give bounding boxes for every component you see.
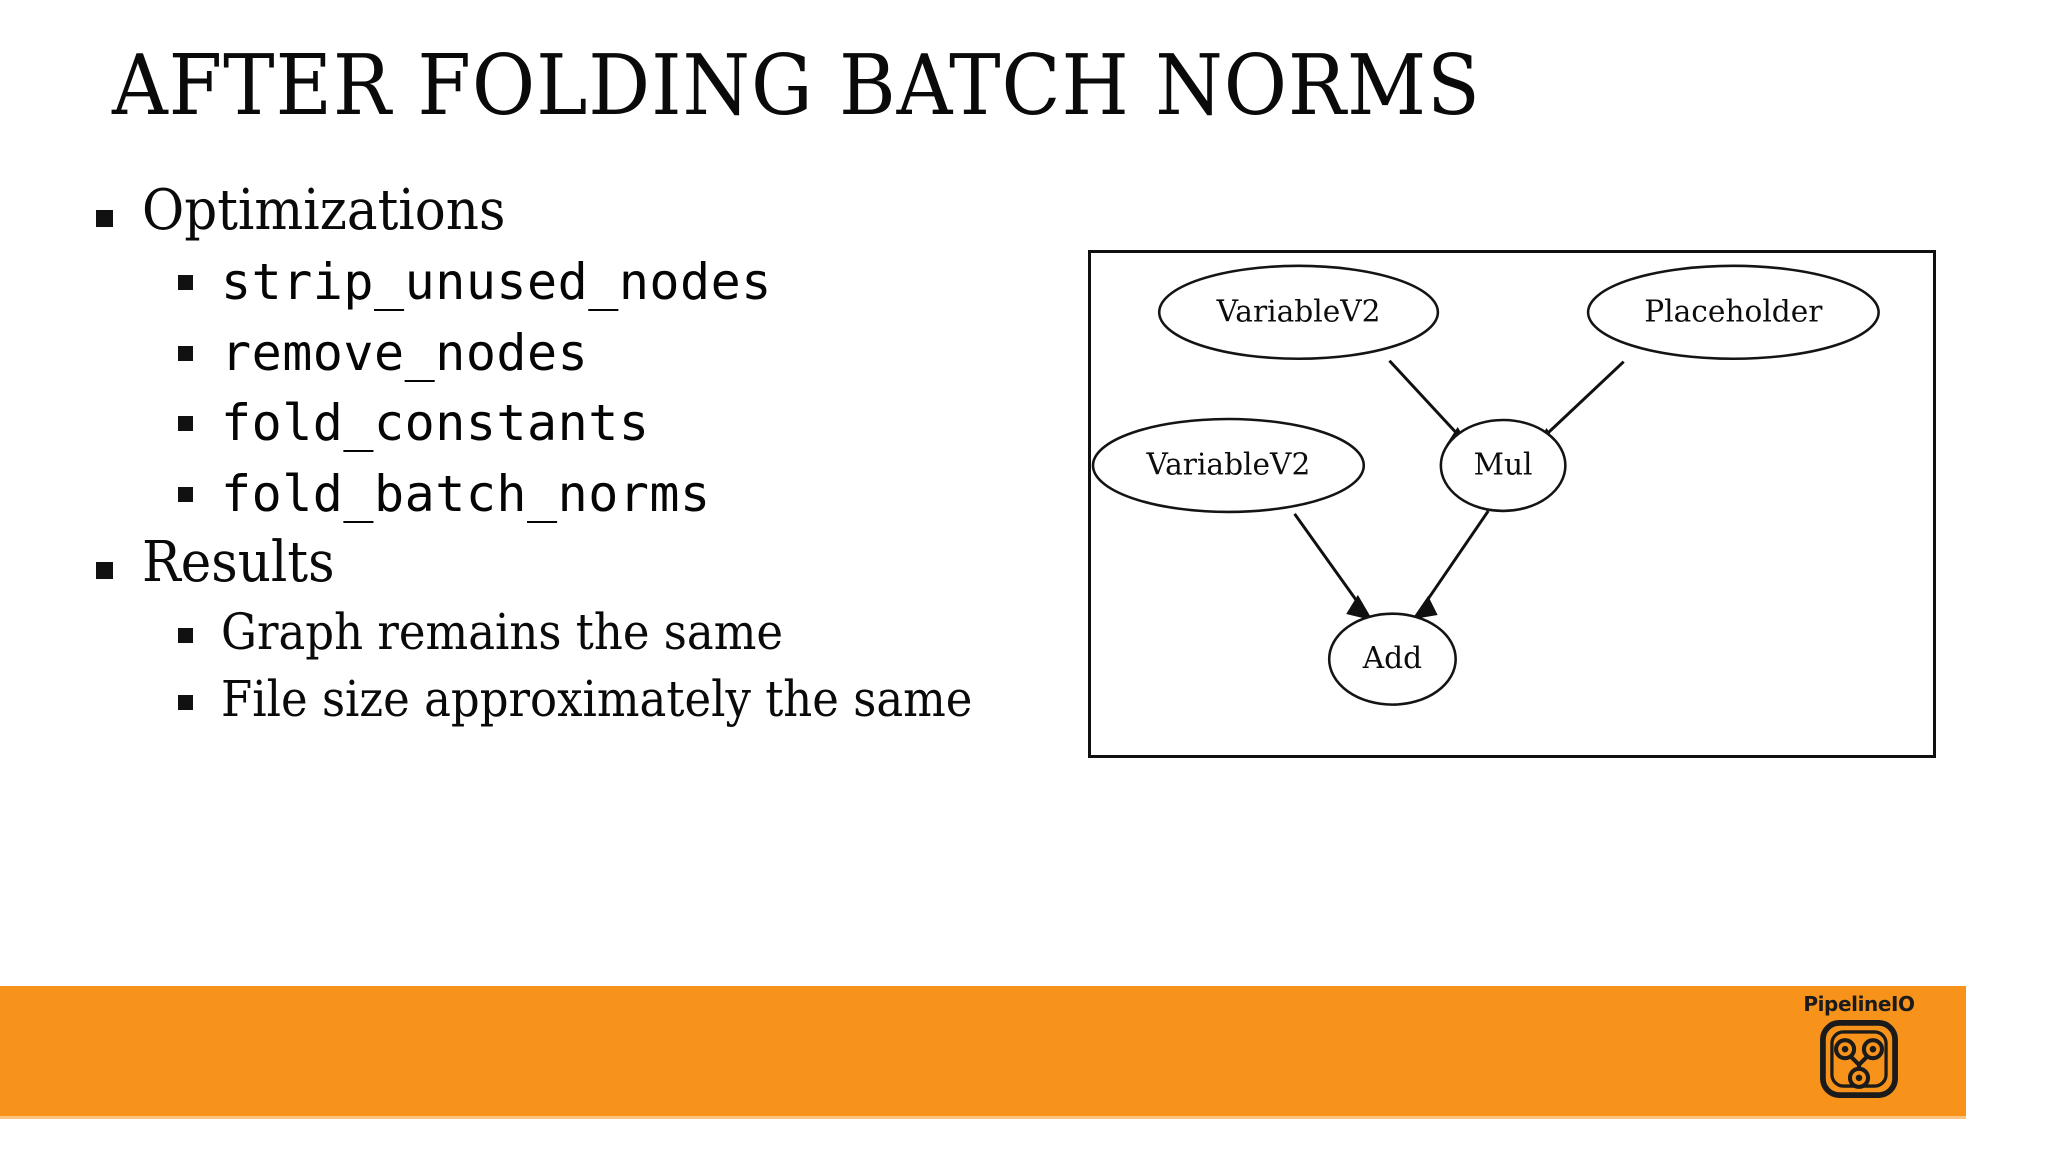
list-item-label: remove_nodes	[221, 323, 589, 382]
graph-node-label: Add	[1362, 640, 1422, 675]
bullet-marker-icon	[178, 275, 193, 291]
graph-node-variablev2-left: VariableV2	[1091, 417, 1366, 514]
list-item: fold_constants	[178, 389, 1046, 458]
bullet-marker-icon	[178, 416, 193, 432]
list-item-label: Graph remains the same	[221, 603, 784, 662]
logo-wordmark: PipelineIO	[1803, 992, 1915, 1016]
edge-variablev2-to-add	[1293, 513, 1373, 621]
bullet-list: Optimizations strip_unused_nodes remove_…	[96, 178, 1046, 734]
bullet-marker-icon	[178, 345, 193, 361]
list-item-label: Optimizations	[142, 178, 506, 243]
list-item: strip_unused_nodes	[178, 248, 1046, 317]
bullet-marker-icon	[178, 695, 193, 711]
pipelineio-logo: PipelineIO	[1794, 992, 1924, 1110]
footer-bar: PipelineIO	[0, 986, 1966, 1119]
list-item: fold_batch_norms	[178, 460, 1046, 529]
bullet-marker-icon	[178, 628, 193, 644]
graph-node-label: VariableV2	[1145, 446, 1310, 481]
list-item: remove_nodes	[178, 319, 1046, 388]
list-item: Optimizations	[96, 178, 1046, 244]
tensorflow-graph-panel: VariableV2 Placeholder VariableV2 Mul Ad…	[1088, 250, 1936, 758]
bullet-marker-icon	[178, 486, 193, 502]
list-item-label: strip_unused_nodes	[221, 253, 772, 312]
graph-node-placeholder: Placeholder	[1586, 264, 1880, 361]
bullet-marker-icon	[96, 210, 113, 227]
graph-node-add: Add	[1327, 612, 1457, 706]
list-item-label: File size approximately the same	[221, 670, 973, 729]
graph-node-label: Mul	[1474, 446, 1533, 481]
graph-node-mul: Mul	[1439, 418, 1567, 513]
bullet-marker-icon	[96, 562, 113, 580]
list-item: Graph remains the same	[178, 600, 1046, 665]
graph-node-label: VariableV2	[1216, 293, 1381, 328]
pipeline-node-graph-icon	[1820, 1020, 1898, 1098]
list-item-label: fold_constants	[221, 394, 650, 453]
page-title: AFTER FOLDING BATCH NORMS	[112, 37, 1481, 134]
list-item: Results	[96, 530, 1046, 596]
list-item-label: fold_batch_norms	[221, 464, 711, 523]
edge-mul-to-add	[1412, 510, 1490, 620]
graph-node-variablev2-top: VariableV2	[1157, 264, 1440, 361]
list-item: File size approximately the same	[178, 667, 1046, 732]
graph-node-label: Placeholder	[1644, 293, 1823, 328]
graph-diagram: VariableV2 Placeholder VariableV2 Mul Ad…	[1091, 264, 1880, 706]
list-item-label: Results	[142, 530, 335, 596]
